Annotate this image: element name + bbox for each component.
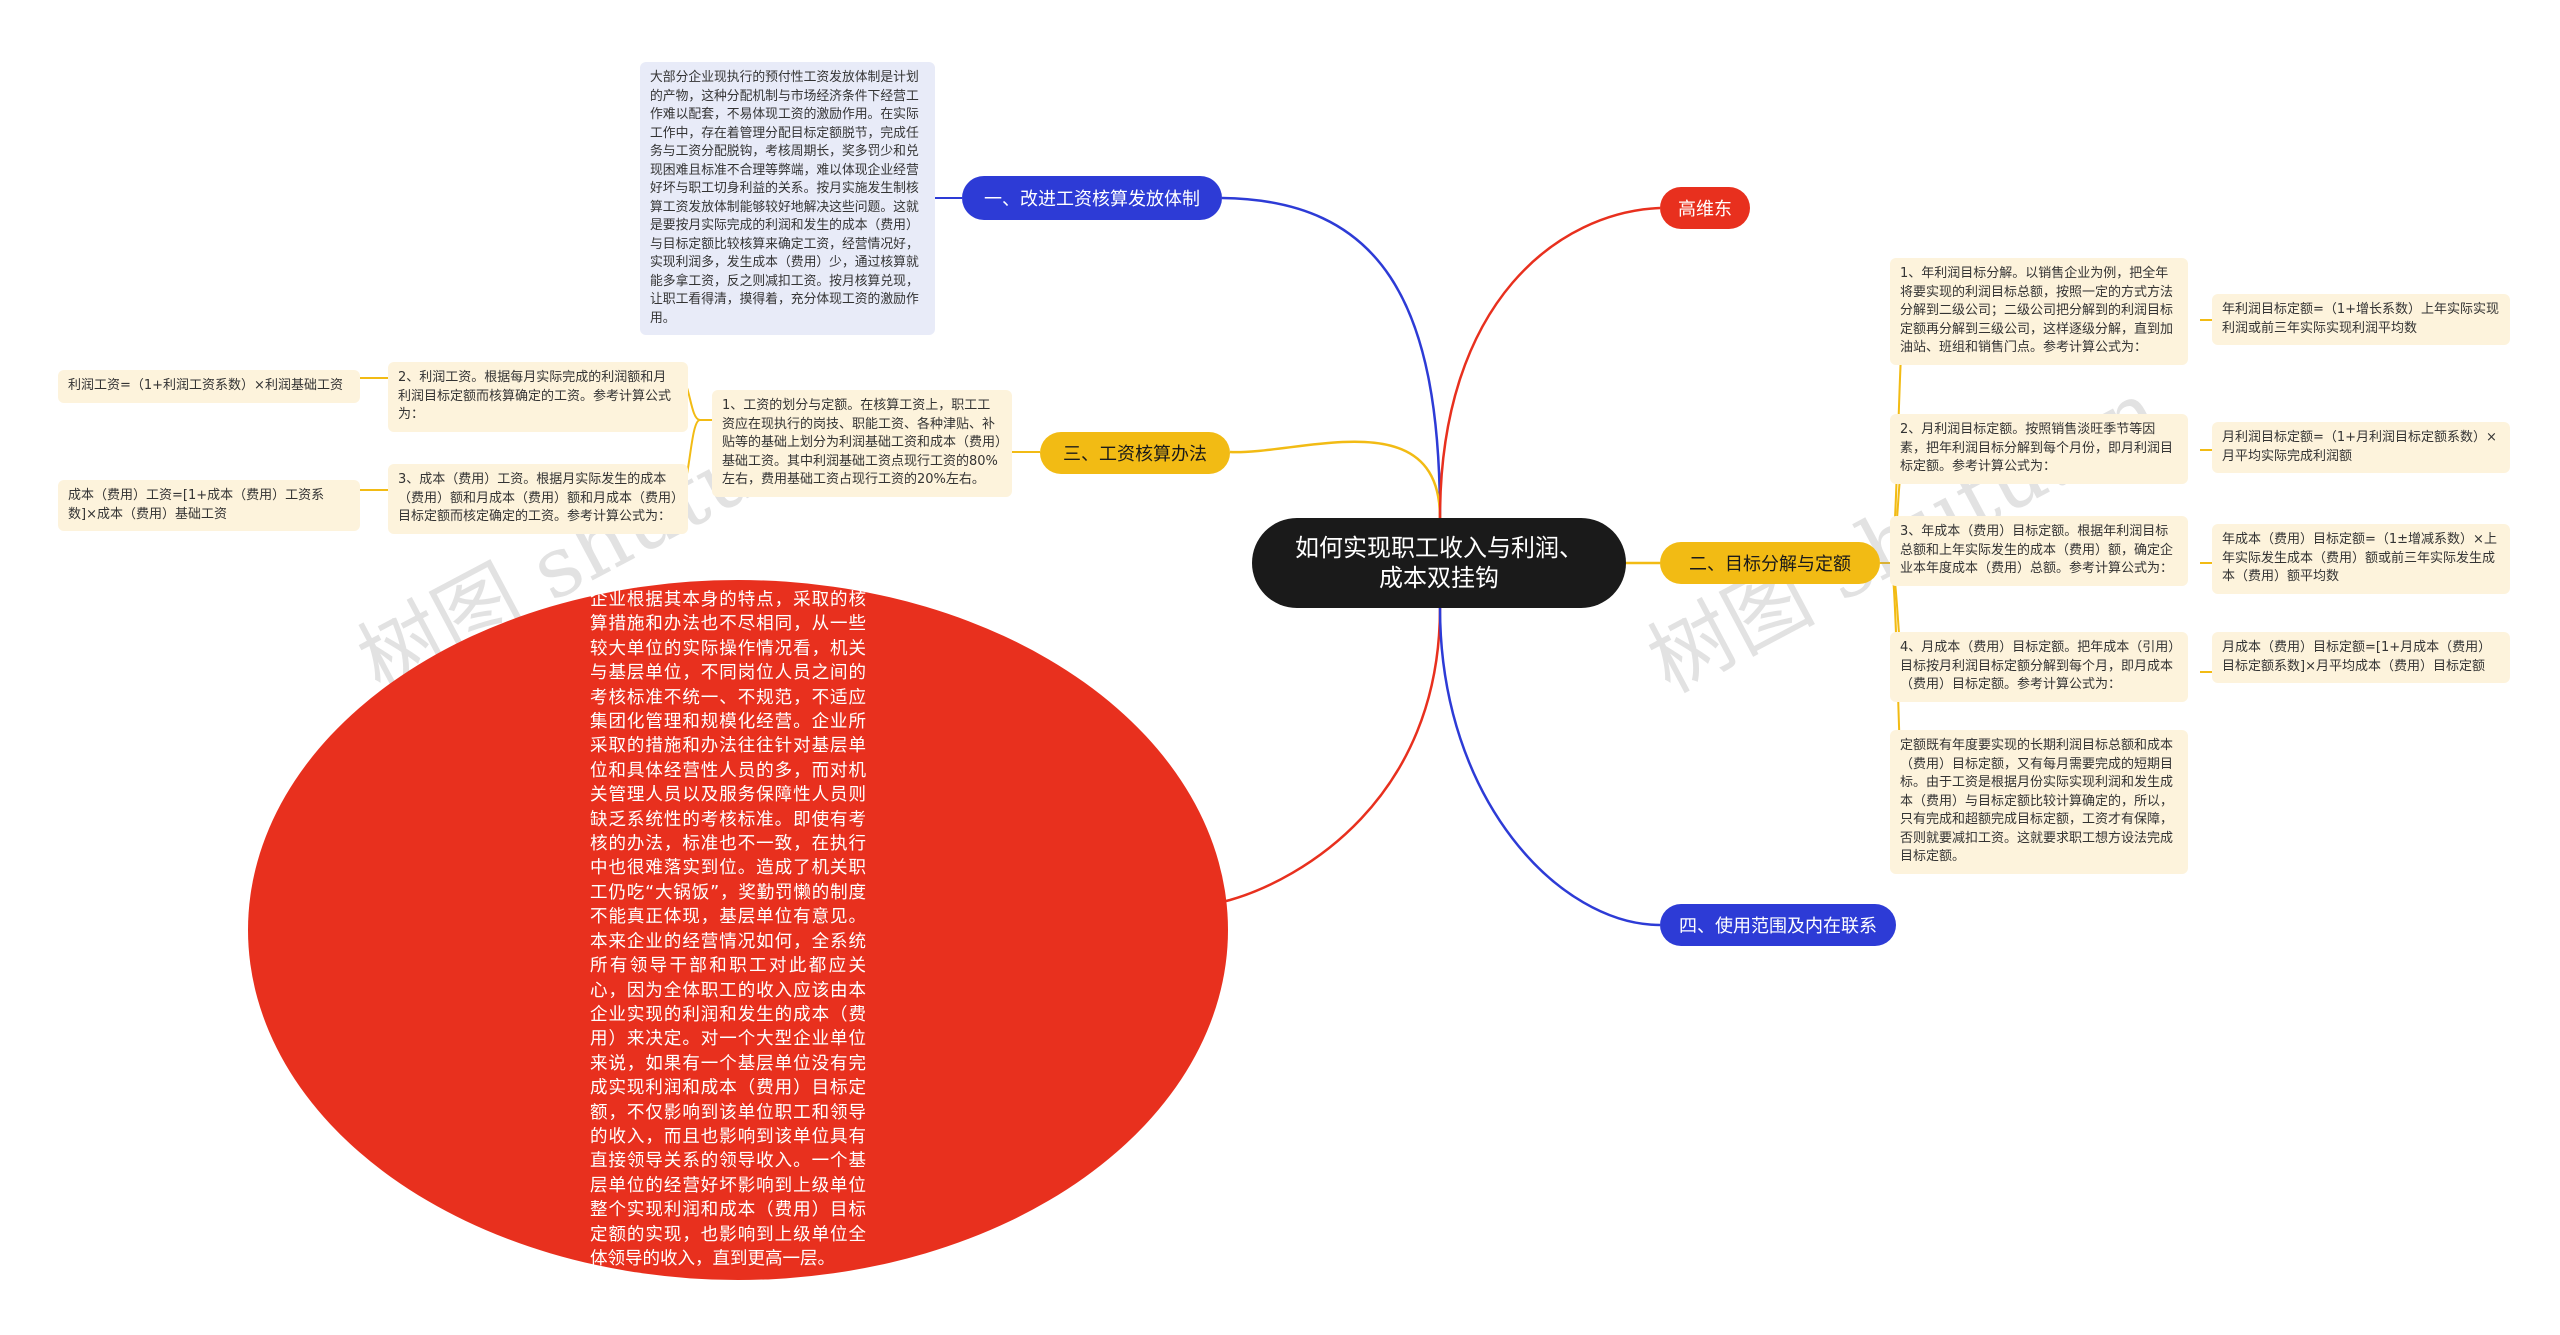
branch-1[interactable]: 一、改进工资核算发放体制 [962, 176, 1222, 220]
branch-4-detail-bubble[interactable] [248, 580, 1228, 1280]
author-label: 高维东 [1678, 199, 1732, 220]
root-topic[interactable]: 如何实现职工收入与利润、成本双挂钩 [1252, 518, 1626, 608]
branch-4-label: 四、使用范围及内在联系 [1679, 916, 1877, 937]
branch-3-sub3-formula[interactable]: 成本（费用）工资=[1+成本（费用）工资系数]×成本（费用）基础工资 [58, 480, 360, 531]
branch-3-label: 三、工资核算办法 [1063, 444, 1207, 465]
branch-1-label: 一、改进工资核算发放体制 [984, 189, 1200, 210]
branch-2-item-2[interactable]: 2、月利润目标定额。按照销售淡旺季节等因素，把年利润目标分解到每个月份，即月利润… [1890, 414, 2188, 484]
branch-2-item-4[interactable]: 4、月成本（费用）目标定额。把年成本（引用）目标按月利润目标定额分解到每个月，即… [1890, 632, 2188, 702]
branch-2-item-2-formula[interactable]: 月利润目标定额=（1+月利润目标定额系数）×月平均实际完成利润额 [2212, 422, 2510, 473]
branch-1-detail[interactable]: 大部分企业现执行的预付性工资发放体制是计划的产物，这种分配机制与市场经济条件下经… [640, 62, 935, 335]
branch-2-item-1[interactable]: 1、年利润目标分解。以销售企业为例，把全年将要实现的利润目标总额，按照一定的方式… [1890, 258, 2188, 365]
branch-2-item-3-formula[interactable]: 年成本（费用）目标定额=（1±增减系数）×上年实际发生成本（费用）额或前三年实际… [2212, 524, 2510, 594]
branch-2[interactable]: 二、目标分解与定额 [1660, 542, 1880, 584]
branch-2-label: 二、目标分解与定额 [1689, 554, 1851, 575]
root-title: 如何实现职工收入与利润、成本双挂钩 [1295, 534, 1583, 592]
branch-2-item-3[interactable]: 3、年成本（费用）目标定额。根据年利润目标总额和上年实际发生的成本（费用）额，确… [1890, 516, 2188, 586]
branch-2-item-1-formula[interactable]: 年利润目标定额=（1+增长系数）上年实际实现利润或前三年实际实现利润平均数 [2212, 294, 2510, 345]
branch-4[interactable]: 四、使用范围及内在联系 [1660, 904, 1896, 946]
branch-3-sub2-formula[interactable]: 利润工资=（1+利润工资系数）×利润基础工资 [58, 370, 360, 403]
branch-4-detail-text: 企业根据其本身的特点，采取的核算措施和办法也不尽相同，从一些较大单位的实际操作情… [590, 590, 866, 1269]
branch-3-main-note[interactable]: 1、工资的划分与定额。在核算工资上，职工工资应在现执行的岗技、职能工资、各种津贴… [712, 390, 1012, 497]
author-node[interactable]: 高维东 [1660, 187, 1750, 229]
branch-2-summary[interactable]: 定额既有年度要实现的长期利润目标总额和成本（费用）目标定额，又有每月需要完成的短… [1890, 730, 2188, 874]
branch-3-sub3[interactable]: 3、成本（费用）工资。根据月实际发生的成本（费用）额和月成本（费用）额和月成本（… [388, 464, 688, 534]
branch-3-sub2[interactable]: 2、利润工资。根据每月实际完成的利润额和月利润目标定额而核算确定的工资。参考计算… [388, 362, 688, 432]
branch-3[interactable]: 三、工资核算办法 [1040, 432, 1230, 474]
branch-2-item-4-formula[interactable]: 月成本（费用）目标定额=[1+月成本（费用）目标定额系数]×月平均成本（费用）目… [2212, 632, 2510, 683]
